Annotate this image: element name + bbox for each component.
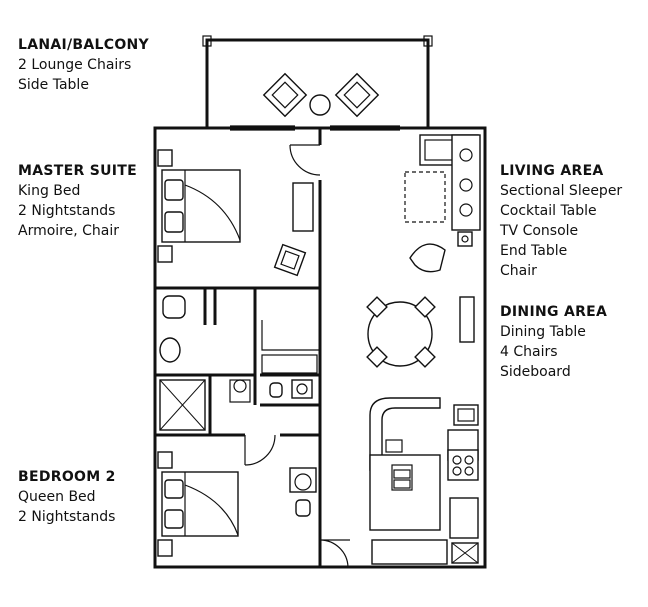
bedroom-2 — [157, 451, 239, 557]
bedroom2-item: 2 Nightstands — [18, 509, 116, 525]
side-table — [309, 94, 331, 116]
master-item: 2 Nightstands — [18, 203, 116, 219]
interior-walls — [155, 128, 322, 567]
lounge-chair — [334, 72, 380, 118]
bedroom2-item: Queen Bed — [18, 489, 96, 505]
nightstand — [157, 451, 173, 469]
master-title: MASTER SUITE — [18, 163, 137, 179]
chair — [409, 243, 446, 273]
lanai-label: LANAI/BALCONY 2 Lounge Chairs Side Table — [18, 35, 149, 95]
dining-item: 4 Chairs — [500, 344, 558, 360]
living-item: Chair — [500, 263, 537, 279]
living-title: LIVING AREA — [500, 163, 604, 179]
doors — [244, 144, 350, 568]
dining-item: Sideboard — [500, 364, 571, 380]
master-suite — [157, 149, 314, 277]
sink — [233, 379, 247, 393]
lounge-chair — [262, 72, 308, 118]
nightstand — [157, 539, 173, 557]
living-item: End Table — [500, 243, 568, 259]
dining-table — [367, 301, 433, 367]
sideboard — [459, 296, 475, 343]
toilet — [162, 295, 186, 319]
chair — [273, 243, 307, 277]
lanai-area — [202, 35, 433, 128]
end-table — [457, 231, 473, 247]
living-item: Cocktail Table — [500, 203, 597, 219]
nightstand — [157, 245, 173, 263]
living-item: Sectional Sleeper — [500, 183, 623, 199]
living-item: TV Console — [500, 223, 579, 239]
bedroom2-title: BEDROOM 2 — [18, 469, 116, 485]
dining-title: DINING AREA — [500, 304, 608, 320]
lanai-title: LANAI/BALCONY — [18, 37, 149, 53]
sink — [294, 473, 312, 491]
hall-bath — [289, 467, 317, 517]
master-label: MASTER SUITE King Bed 2 Nightstands Armo… — [18, 161, 137, 241]
dining-chair — [366, 346, 388, 368]
refrigerator — [449, 497, 479, 539]
bedroom2-label: BEDROOM 2 Queen Bed 2 Nightstands — [18, 467, 116, 527]
outer-walls — [153, 125, 487, 569]
armoire — [292, 182, 314, 232]
master-item: Armoire, Chair — [18, 223, 120, 239]
cocktail-table — [404, 171, 446, 223]
dining-chair — [414, 296, 436, 318]
master-bath — [159, 295, 318, 431]
master-item: King Bed — [18, 183, 81, 199]
sectional-sleeper — [451, 134, 481, 231]
dining-item: Dining Table — [500, 324, 586, 340]
stove — [447, 449, 479, 481]
living-area — [404, 134, 481, 273]
lanai-item: 2 Lounge Chairs — [18, 57, 132, 73]
sink — [159, 337, 181, 363]
lanai-item: Side Table — [18, 77, 89, 93]
kitchen — [369, 397, 479, 565]
nightstand — [157, 149, 173, 167]
kitchen-sink — [391, 464, 413, 491]
dining-label: DINING AREA Dining Table 4 Chairs Sidebo… — [500, 302, 607, 382]
living-label: LIVING AREA Sectional Sleeper Cocktail T… — [500, 161, 622, 281]
dining-area — [366, 296, 475, 368]
microwave — [453, 404, 479, 426]
dining-chair — [414, 346, 436, 368]
dining-chair — [366, 296, 388, 318]
